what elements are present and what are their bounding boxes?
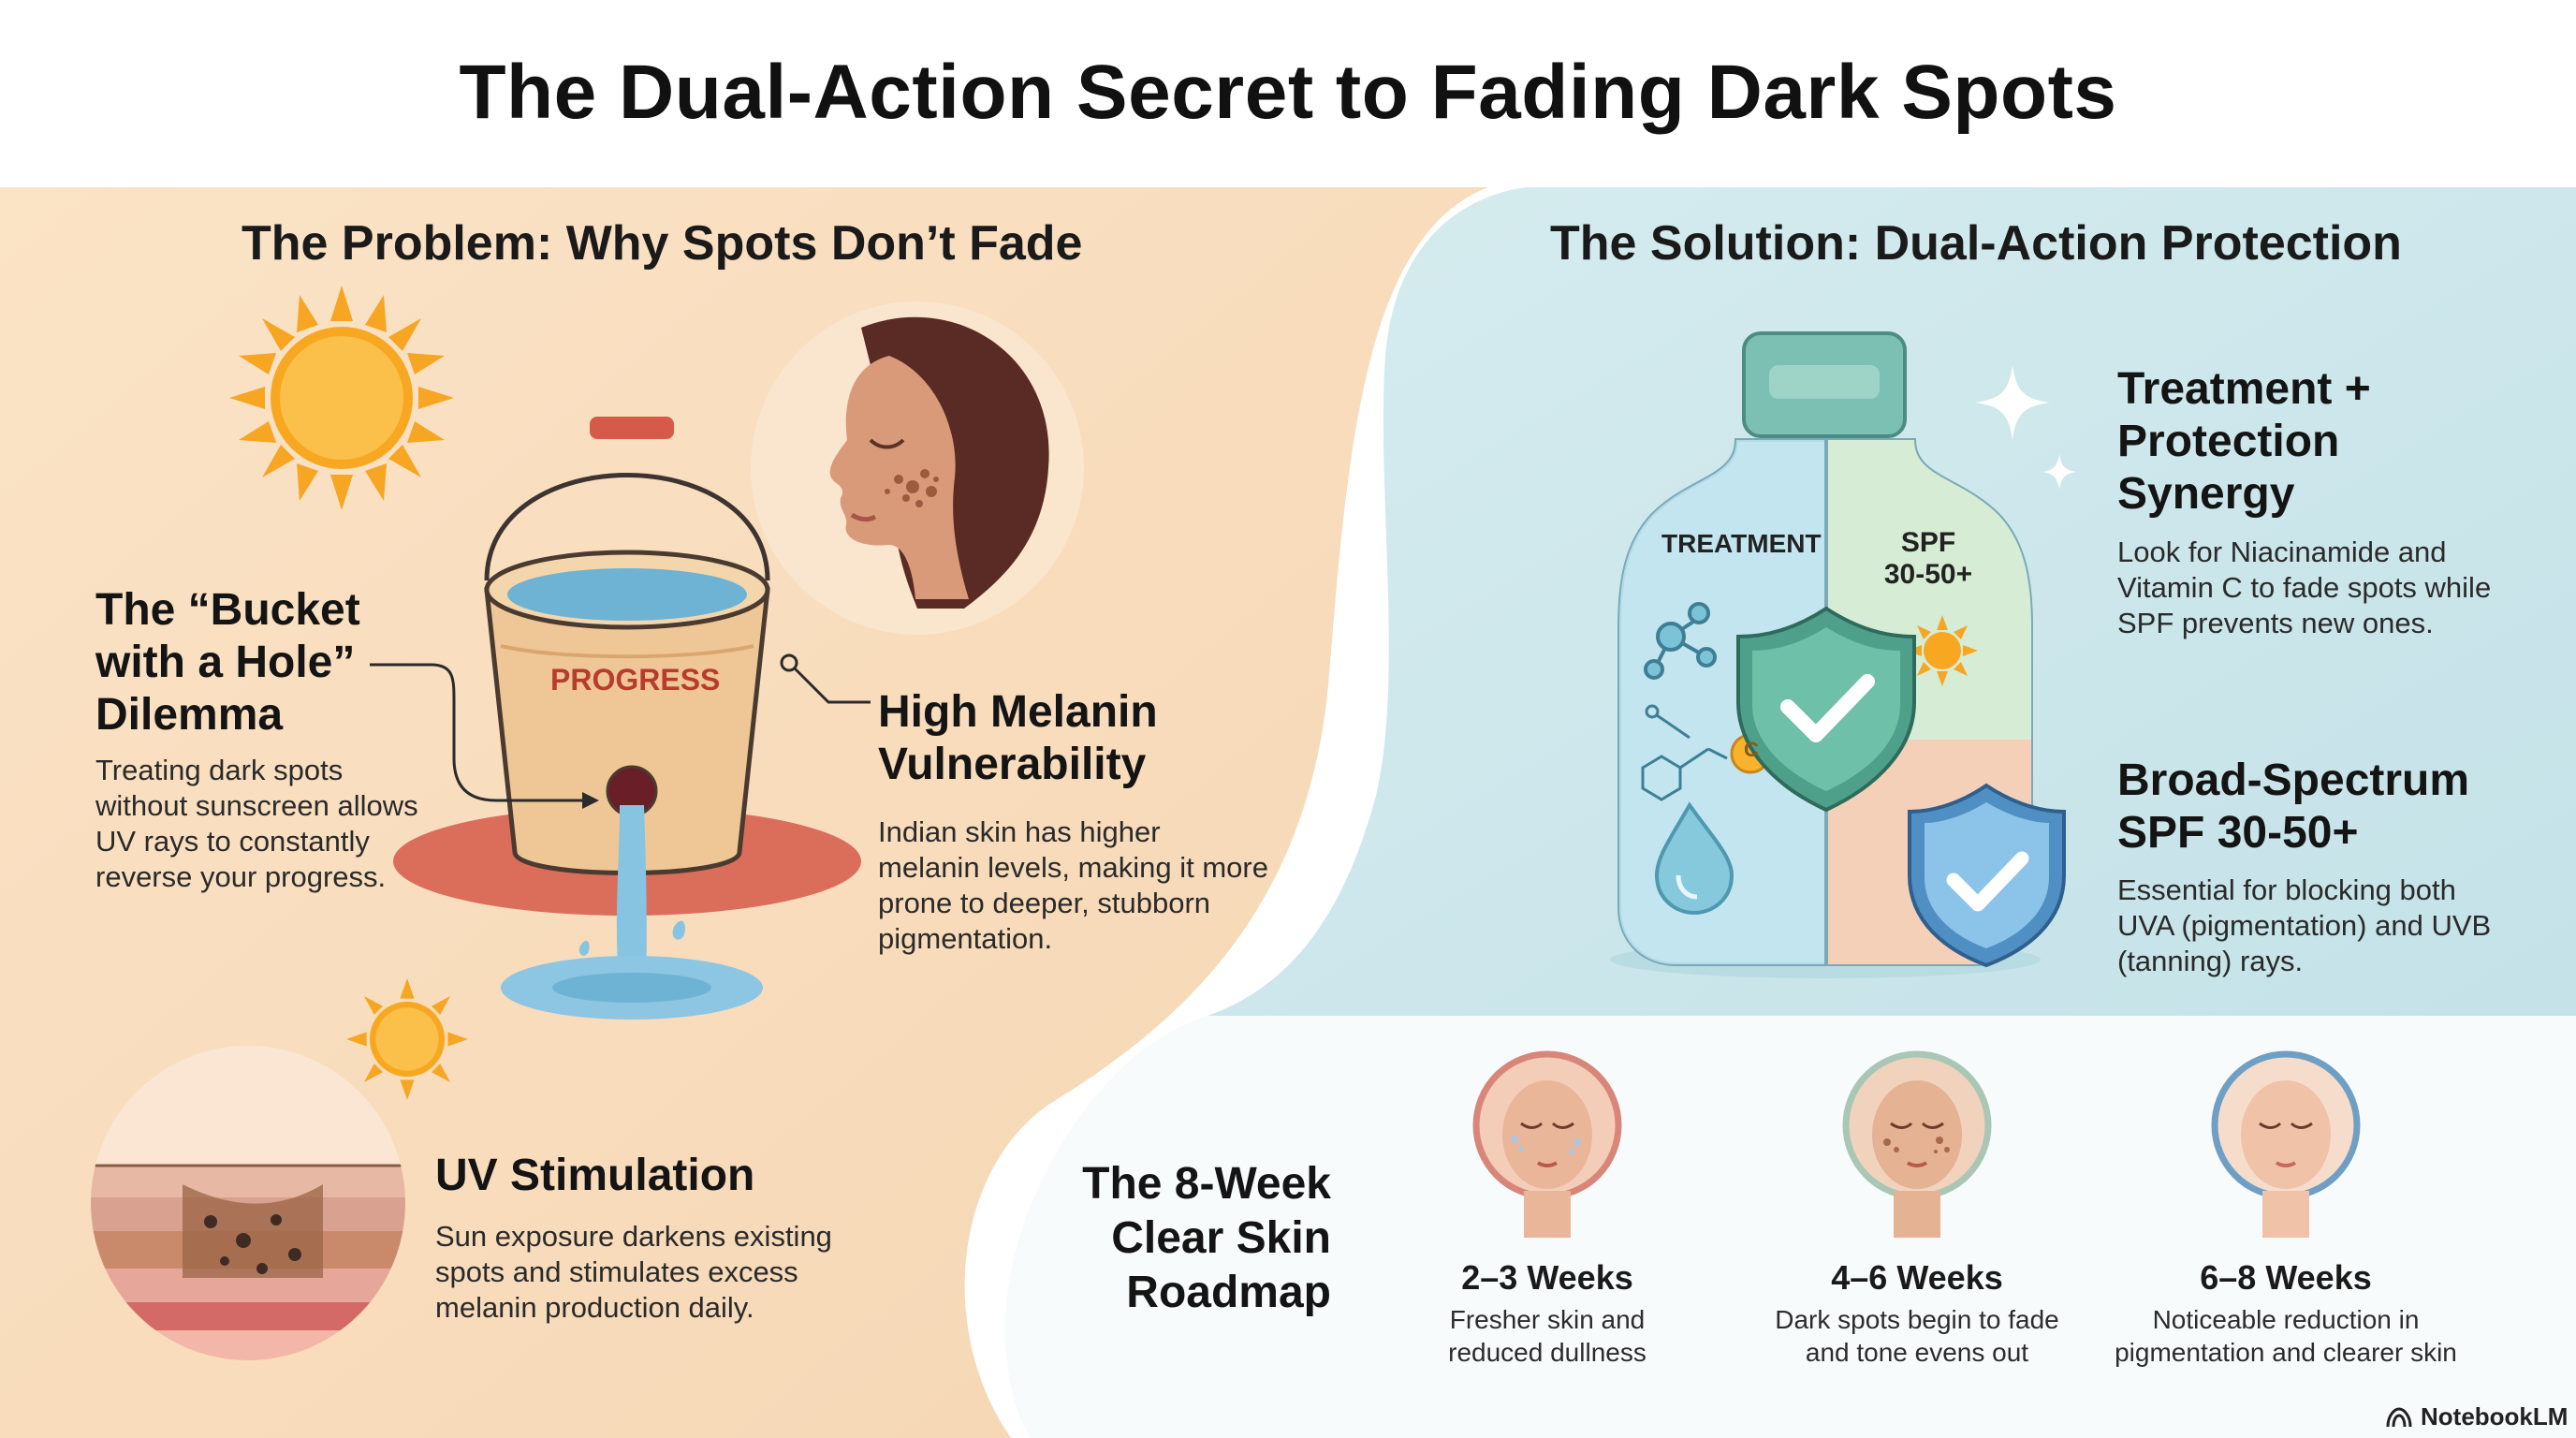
notebooklm-logo-icon xyxy=(2386,1406,2412,1427)
bucket-connector-arrow xyxy=(370,663,599,809)
uv-stimulation-body: Sun exposure darkens existing spots and … xyxy=(435,1220,832,1324)
stage-3-face-icon xyxy=(2211,1050,2361,1238)
vitamin-c-badge: C xyxy=(1744,738,1759,761)
small-sun-icon xyxy=(346,978,468,1100)
stage-1-face-icon xyxy=(1472,1050,1622,1238)
stage-3-title: 6–8 Weeks xyxy=(2200,1258,2372,1297)
bucket-dilemma-heading: The “Bucket with a Hole” Dilemma xyxy=(95,585,360,740)
brand-name: NotebookLM xyxy=(2421,1402,2569,1431)
synergy-heading: Treatment + Protection Synergy xyxy=(2117,364,2371,519)
problem-section-title: The Problem: Why Spots Don’t Fade xyxy=(242,216,1083,271)
spf-heading: Broad-Spectrum SPF 30-50+ xyxy=(2117,756,2470,858)
skin-layers-illustration xyxy=(91,1046,405,1360)
melanin-connector-line xyxy=(780,653,871,704)
stage-2-title: 4–6 Weeks xyxy=(1831,1258,2003,1297)
stage-2-desc: Dark spots begin to fade and tone evens … xyxy=(1775,1305,2059,1367)
leaky-bucket-illustration xyxy=(393,417,861,1020)
bottle-spf-label: SPF 30-50+ xyxy=(1883,527,1973,590)
solution-section-title: The Solution: Dual-Action Protection xyxy=(1550,216,2402,271)
sun-icon xyxy=(229,286,454,510)
melanin-body: Indian skin has higher melanin levels, m… xyxy=(878,815,1268,955)
bucket-progress-label: PROGRESS xyxy=(550,663,721,697)
spf-body: Essential for blocking both UVA (pigment… xyxy=(2117,873,2492,977)
stage-3-desc: Noticeable reduction in pigmentation and… xyxy=(2115,1305,2457,1367)
sparkle-icon xyxy=(1975,365,2076,490)
melanin-heading: High Melanin Vulnerability xyxy=(878,687,1158,789)
stage-1-desc: Fresher skin and reduced dullness xyxy=(1448,1305,1647,1367)
page-title: The Dual-Action Secret to Fading Dark Sp… xyxy=(459,50,2117,135)
stage-2-face-icon xyxy=(1842,1050,1992,1238)
face-profile-illustration xyxy=(751,301,1084,635)
blue-shield-icon xyxy=(1908,783,2066,968)
synergy-body: Look for Niacinamide and Vitamin C to fa… xyxy=(2117,536,2492,639)
bottle-treatment-label: TREATMENT xyxy=(1661,529,1822,558)
uv-stimulation-heading: UV Stimulation xyxy=(435,1151,755,1200)
roadmap-title: The 8-Week Clear Skin Roadmap xyxy=(1082,1159,1331,1317)
bucket-dilemma-body: Treating dark spots without sunscreen al… xyxy=(95,754,418,893)
dual-action-bottle-illustration xyxy=(1610,331,2041,978)
stage-1-title: 2–3 Weeks xyxy=(1461,1258,1633,1297)
brand-badge: NotebookLM xyxy=(2385,1402,2568,1431)
